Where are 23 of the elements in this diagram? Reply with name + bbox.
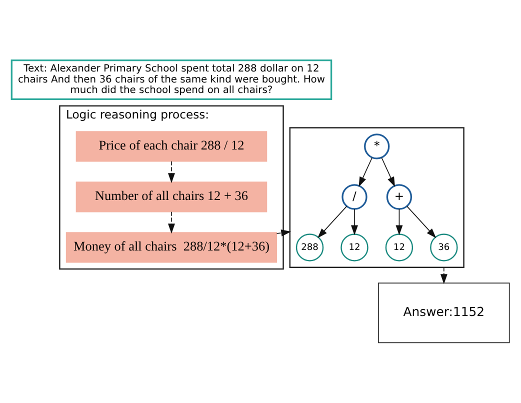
arrow — [406, 206, 436, 238]
arrow — [381, 157, 395, 187]
node-circle: 288 — [296, 234, 324, 262]
arrow — [318, 206, 348, 238]
arrow — [168, 212, 175, 234]
node-box: Answer:1152 — [378, 282, 510, 344]
node-circle: * — [364, 134, 390, 160]
node-box: Text: Alexander Primary School spent total 288 dollar on 12 chairs And then 36 chairs of the same kind were bought. How much did the school spend on all chairs? — [10, 59, 332, 100]
cluster — [289, 127, 464, 268]
arrow — [351, 208, 358, 236]
node-box: Money of all chairs 288/12*(12+36) — [66, 232, 278, 263]
arrow — [168, 160, 175, 184]
arrow — [440, 266, 448, 284]
node-circle: 12 — [340, 234, 368, 262]
arrow — [396, 208, 403, 236]
node-circle: / — [342, 184, 368, 210]
node-circle: 12 — [385, 234, 414, 262]
node-box: Number of all chairs 12 + 36 — [76, 182, 268, 212]
arrow — [276, 229, 292, 236]
node-circle: + — [386, 184, 412, 210]
node-circle: 36 — [430, 234, 458, 262]
node-box: Price of each chair 288 / 12 — [76, 131, 268, 162]
arrow — [358, 157, 373, 187]
